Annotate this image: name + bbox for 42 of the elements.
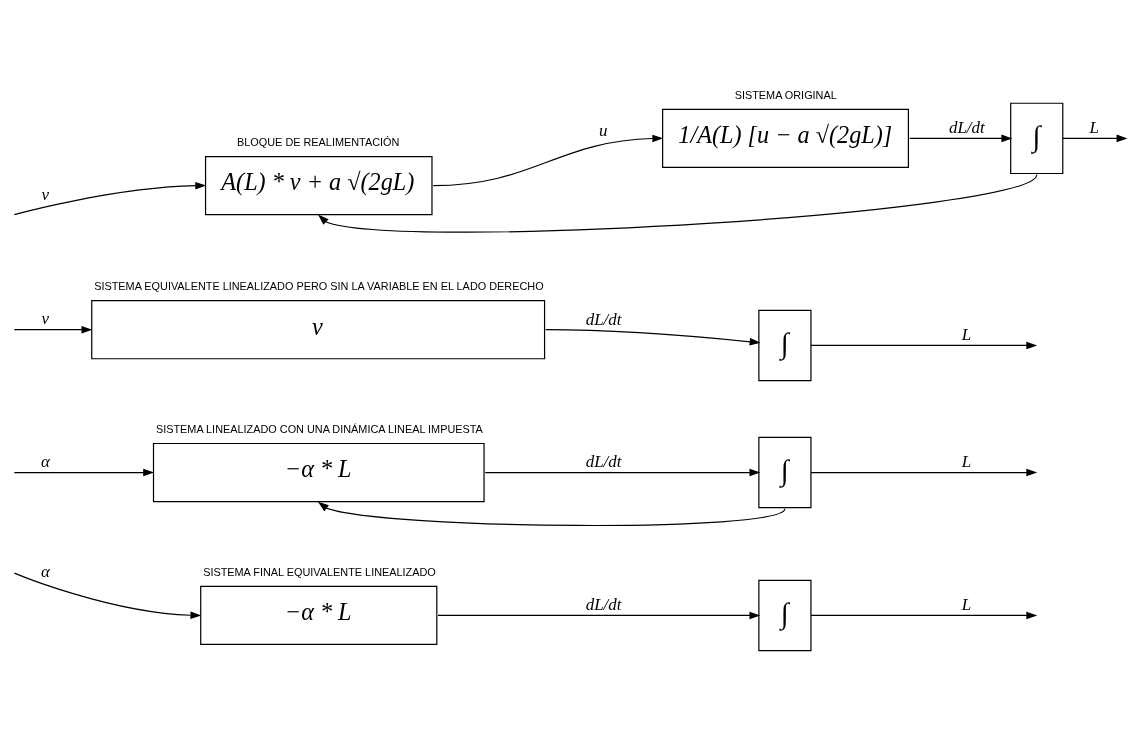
node-box: −α * L [152,442,485,502]
node-box: A(L) * v + a √(2gL) [204,155,433,215]
arrow [13,181,207,215]
arrow [545,328,761,346]
edge-label: dL/dt [585,594,622,614]
arrow [13,571,202,619]
arrow [909,134,1013,142]
node-label: SISTEMA EQUIVALENTE LINEALIZADO PERO SIN LA VARIABLE EN EL LADO DERECHO [94,279,544,292]
node-label: SISTEMA ORIGINAL [734,88,837,101]
edge-label: dL/dt [948,117,985,137]
arrow [484,468,761,476]
arrow [432,134,664,186]
node-box: ∫ [1010,102,1064,174]
node-box: −α * L [200,585,438,645]
edge-label: dL/dt [585,309,622,329]
arrow [1062,134,1128,142]
arrow [810,611,1038,619]
arrow [810,341,1038,349]
arrow [810,468,1038,476]
edge-label: u [599,120,608,140]
node-label: SISTEMA LINEALIZADO CON UNA DINÁMICA LINEAL IMPUESTA [155,422,483,435]
arrow [318,173,1038,233]
edge-label: v [41,308,50,328]
edge-label: α [40,451,50,471]
arrow [13,468,155,476]
node-box: ∫ [758,436,812,508]
node-label: SISTEMA FINAL EQUIVALENTE LINEALIZADO [203,565,436,578]
node-box: 1/A(L) [u − a √(2gL)] [662,108,909,168]
node-box: ∫ [758,309,812,381]
edge-label: L [961,594,972,614]
arrow [317,501,786,526]
edge-label: L [1089,117,1099,137]
edge-label: dL/dt [585,451,622,471]
node-box: ∫ [758,579,812,651]
node-label: BLOQUE DE REALIMENTACIÓN [237,135,400,148]
arrow [13,325,93,333]
edge-label: L [961,324,972,344]
node-box: v [91,299,546,359]
edge-label: v [41,184,50,204]
edge-label: α [40,561,50,581]
arrow [437,611,761,619]
edge-label: L [961,451,972,471]
